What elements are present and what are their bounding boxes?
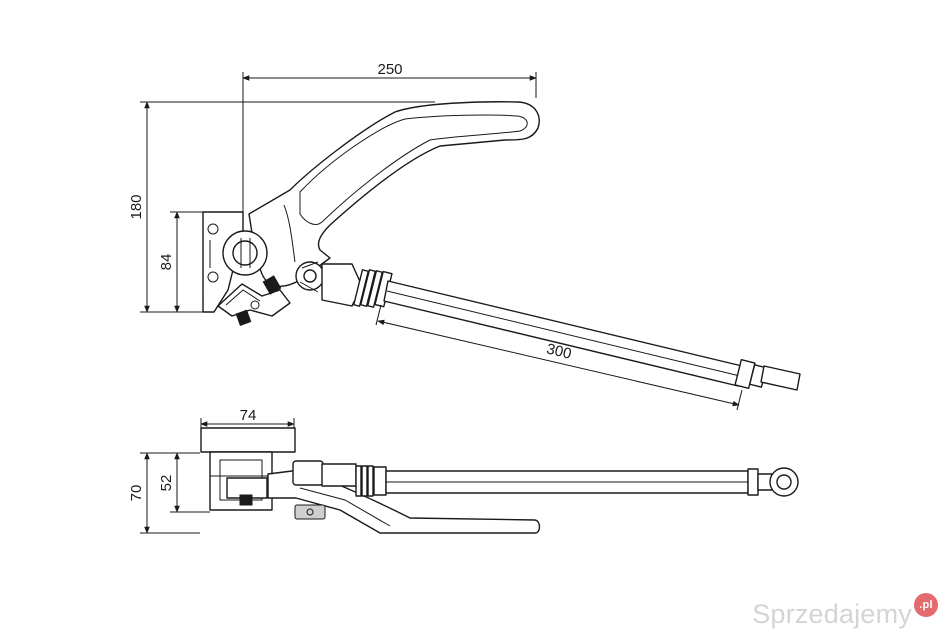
spring-collar	[353, 269, 393, 308]
watermark-text: Sprzedajemy	[752, 599, 912, 629]
dimension-height-70: 70	[128, 452, 200, 534]
dimension-label-52: 52	[158, 475, 175, 492]
dimension-label-180: 180	[128, 194, 145, 219]
watermark-badge: .pl	[914, 593, 938, 617]
handle-lever	[248, 101, 540, 287]
side-base-plate	[200, 427, 296, 453]
side-view: 74 70 52	[128, 407, 799, 534]
dimension-width-250: 250	[242, 61, 537, 230]
top-view: 250 180 84	[128, 61, 801, 411]
rod-tip	[760, 365, 801, 391]
dimension-height-52: 52	[158, 452, 210, 513]
dimension-label-84: 84	[158, 254, 175, 271]
dimension-length-300: 300	[375, 304, 743, 411]
side-spring-collar	[355, 465, 387, 497]
dimension-label-300: 300	[545, 341, 573, 363]
dimension-height-84: 84	[158, 211, 205, 313]
dimension-label-74: 74	[240, 407, 257, 424]
dimension-label-70: 70	[128, 485, 145, 502]
dimension-label-250: 250	[377, 61, 402, 78]
watermark-logo: Sprzedajemy .pl	[752, 593, 938, 629]
